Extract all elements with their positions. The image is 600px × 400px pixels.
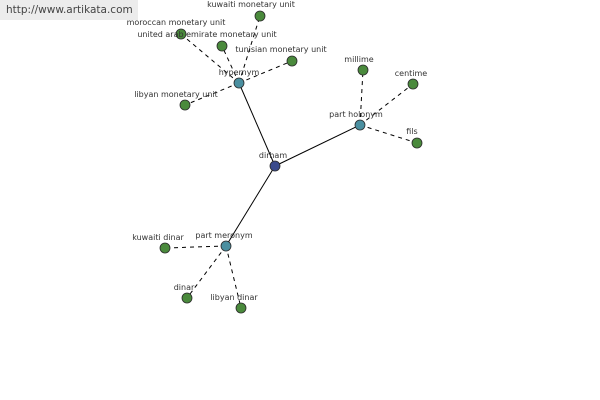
node-circle-dirham[interactable]: [269, 160, 281, 172]
node-dinar[interactable]: dinar: [174, 283, 195, 304]
node-circle-part-holonym[interactable]: [354, 119, 366, 131]
node-kuwaiti-monetary-unit[interactable]: kuwaiti monetary unit: [207, 0, 295, 22]
node-label-hypernym: hypernym: [219, 68, 260, 77]
node-circle-millime[interactable]: [357, 64, 369, 76]
edge-dirham-to-part-holonym: [274, 124, 361, 167]
edge-hypernym-to-kuwaiti-monetary-unit: [238, 15, 261, 84]
edge-part-holonym-to-fils: [359, 124, 418, 144]
node-libyan-dinar[interactable]: libyan dinar: [210, 293, 258, 314]
node-label-dirham: dirham: [259, 151, 287, 160]
node-label-tunisian-monetary-unit: tunisian monetary unit: [235, 45, 326, 54]
edge-hypernym-to-tunisian-monetary-unit: [238, 60, 293, 84]
node-fils[interactable]: fils: [406, 127, 423, 149]
node-circle-libyan-monetary-unit[interactable]: [179, 99, 191, 111]
edge-hypernym-to-libyan-monetary-unit: [184, 82, 240, 106]
node-circle-fils[interactable]: [411, 137, 423, 149]
node-united-arab-emirate-monetary-unit[interactable]: united arab emirate monetary unit: [137, 30, 277, 52]
node-circle-moroccan-monetary-unit[interactable]: [175, 28, 187, 40]
node-moroccan-monetary-unit[interactable]: moroccan monetary unit: [127, 18, 226, 40]
node-circle-kuwaiti-monetary-unit[interactable]: [254, 10, 266, 22]
node-kuwaiti-dinar[interactable]: kuwaiti dinar: [132, 233, 185, 254]
node-label-centime: centime: [395, 69, 428, 78]
node-libyan-monetary-unit[interactable]: libyan monetary unit: [134, 90, 218, 111]
node-part-holonym[interactable]: part holonym: [329, 110, 383, 131]
edges-layer: [164, 15, 418, 309]
edge-part-meronym-to-dinar: [186, 245, 227, 299]
edge-part-meronym-to-libyan-dinar: [225, 245, 242, 309]
node-label-moroccan-monetary-unit: moroccan monetary unit: [127, 18, 226, 27]
node-label-millime: millime: [344, 55, 373, 64]
node-circle-part-meronym[interactable]: [220, 240, 232, 252]
node-label-fils: fils: [406, 127, 417, 136]
node-label-dinar: dinar: [174, 283, 195, 292]
node-label-part-holonym: part holonym: [329, 110, 383, 119]
node-centime[interactable]: centime: [395, 69, 428, 90]
node-label-part-meronym: part meronym: [195, 231, 252, 240]
node-part-meronym[interactable]: part meronym: [195, 231, 253, 252]
node-label-kuwaiti-dinar: kuwaiti dinar: [132, 233, 184, 242]
node-circle-tunisian-monetary-unit[interactable]: [286, 55, 298, 67]
node-circle-centime[interactable]: [407, 78, 419, 90]
edge-dirham-to-hypernym: [238, 82, 276, 167]
node-circle-kuwaiti-dinar[interactable]: [159, 242, 171, 254]
edge-part-holonym-to-millime: [359, 69, 364, 126]
node-circle-united-arab-emirate-monetary-unit[interactable]: [216, 40, 228, 52]
node-hypernym[interactable]: hypernym: [219, 68, 260, 89]
watermark-url: http://www.artikata.com: [0, 0, 138, 20]
node-label-united-arab-emirate-monetary-unit: united arab emirate monetary unit: [137, 30, 276, 39]
node-label-libyan-monetary-unit: libyan monetary unit: [134, 90, 218, 99]
edge-dirham-to-part-meronym: [225, 165, 276, 247]
edge-part-meronym-to-kuwaiti-dinar: [164, 245, 227, 249]
node-tunisian-monetary-unit[interactable]: tunisian monetary unit: [235, 45, 327, 67]
node-circle-dinar[interactable]: [181, 292, 193, 304]
node-circle-hypernym[interactable]: [233, 77, 245, 89]
node-millime[interactable]: millime: [344, 55, 374, 76]
node-label-libyan-dinar: libyan dinar: [210, 293, 258, 302]
nodes-layer: dirham hypernym part holonym part meronym ku…: [127, 0, 428, 314]
node-circle-libyan-dinar[interactable]: [235, 302, 247, 314]
edge-part-holonym-to-centime: [359, 83, 414, 126]
node-label-kuwaiti-monetary-unit: kuwaiti monetary unit: [207, 0, 295, 9]
edge-hypernym-to-united-arab-emirate-monetary-unit: [221, 45, 240, 84]
node-dirham[interactable]: dirham: [259, 151, 287, 172]
